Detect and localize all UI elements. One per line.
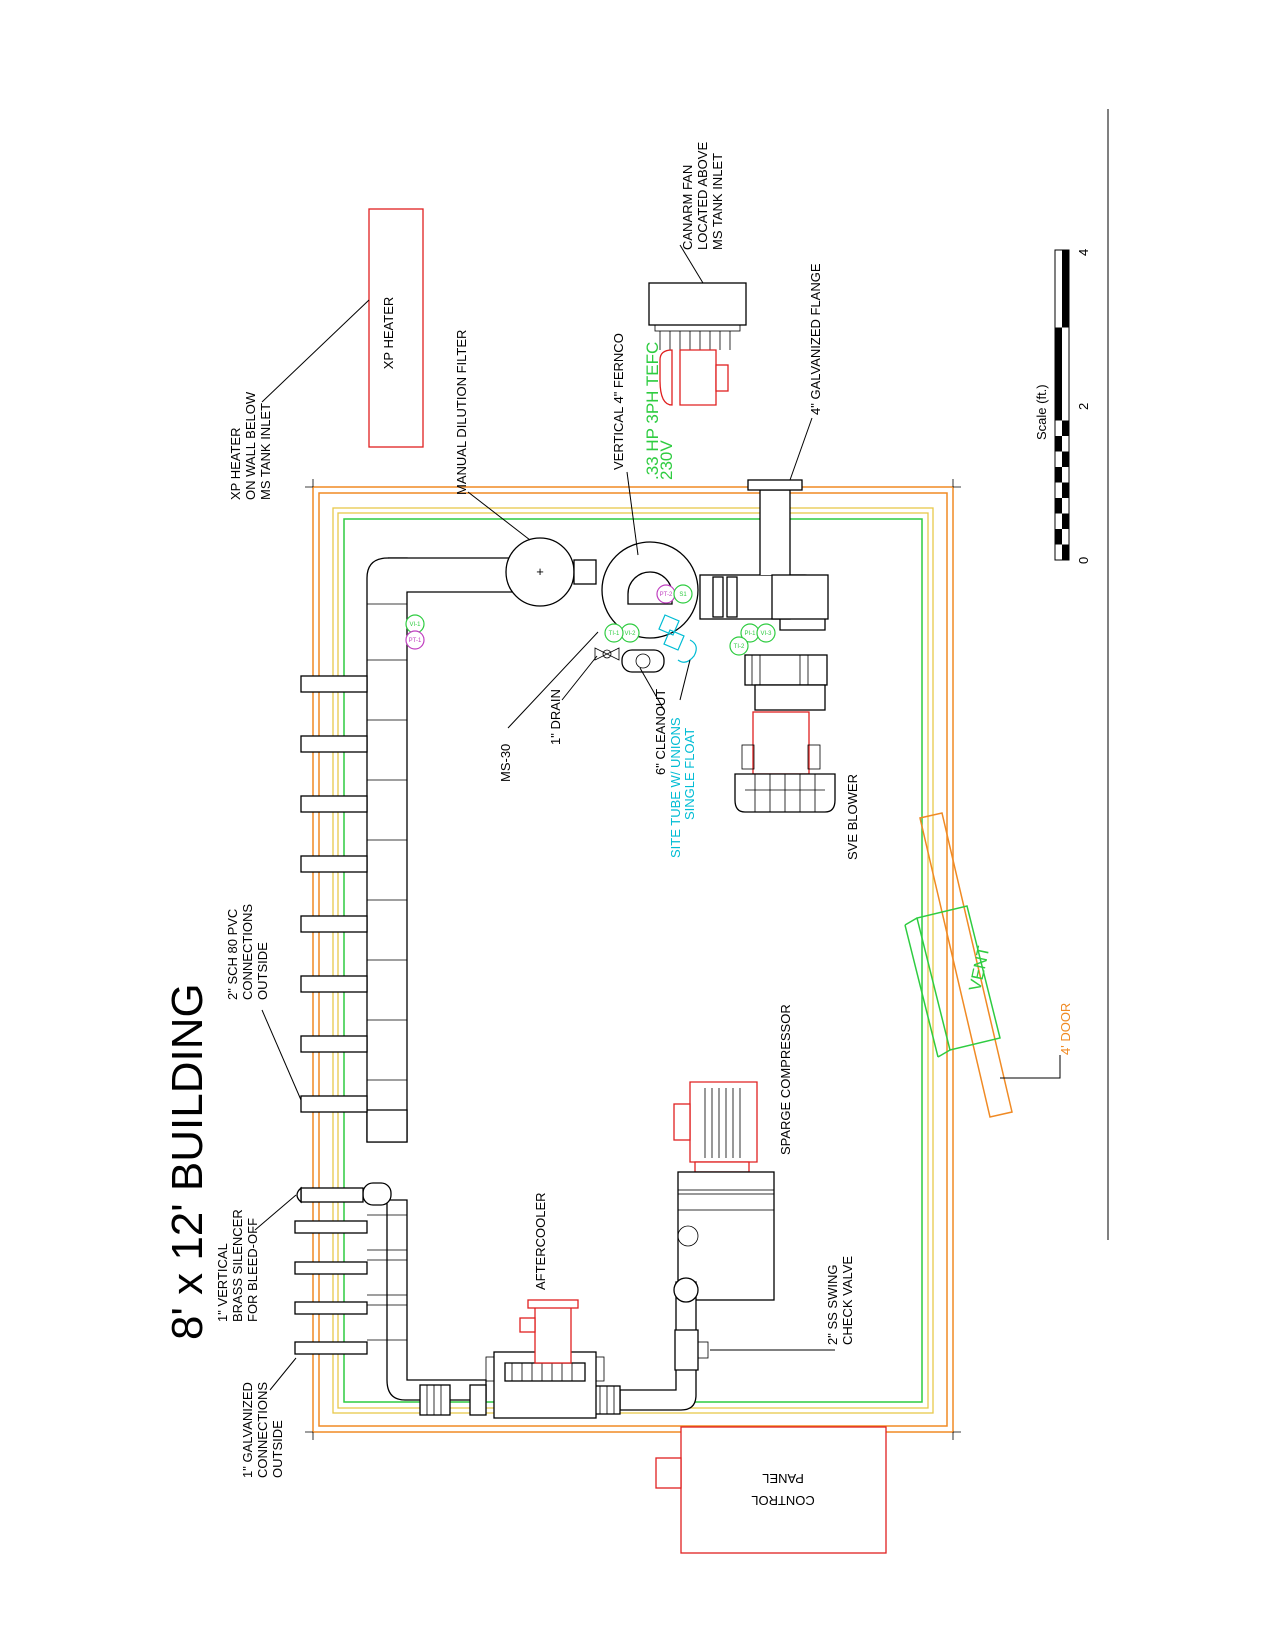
control-panel-line1: CONTROL (751, 1493, 815, 1508)
galv-line2: CONNECTIONS (255, 1382, 270, 1478)
dilution-filter-leader (467, 491, 531, 541)
xp-heater-leader (261, 299, 370, 403)
control-panel (655, 1426, 887, 1554)
svg-text:PT-1: PT-1 (409, 638, 422, 644)
sparge-compressor-label: SPARGE COMPRESSOR (778, 1004, 793, 1155)
galv-line1: 1" GALVANIZED (240, 1382, 255, 1478)
svg-text:VI-2: VI-2 (624, 631, 636, 637)
manual-dilution-filter-label: MANUAL DILUTION FILTER (454, 330, 469, 495)
canarm-line3: MS TANK INLET (710, 153, 725, 250)
site-tube (658, 614, 697, 701)
svg-text:PT-2: PT-2 (660, 592, 673, 598)
xp-heater-note-line2: ON WALL BELOW (243, 391, 258, 500)
drain-valve (594, 647, 620, 661)
galv-line3: OUTSIDE (270, 1420, 285, 1478)
canarm-fan (648, 282, 747, 406)
gauge-ti-2: TI-2 (729, 636, 749, 656)
motor-spec: .33 HP 3PH TEFC 230V (643, 342, 676, 480)
pvc-manifold (300, 557, 513, 1143)
sch80-line1: 2" SCH 80 PVC (225, 909, 240, 1000)
scale-tick-4: 4 (1076, 249, 1091, 256)
gauge-ti-1: TI-1 (604, 623, 624, 643)
brass-silencer-line3: FOR BLEED-OFF (245, 1218, 260, 1322)
canarm-note: CANARM FAN LOCATED ABOVE MS TANK INLET (680, 142, 725, 250)
vent (904, 905, 1001, 1058)
scale-title: Scale (ft.) (1034, 384, 1049, 440)
flange-leader (789, 417, 813, 481)
canarm-leader (679, 244, 704, 284)
site-tube-note: SITE TUBE W/ UNIONS SINGLE FLOAT (668, 717, 697, 858)
fernco-label: VERTICAL 4" FERNCO (611, 333, 626, 470)
brass-silencer-line1: 1" VERTICAL (215, 1243, 230, 1322)
door-label: 4' DOOR (1058, 1003, 1073, 1055)
scale-bar (1054, 109, 1109, 1240)
xp-heater (368, 208, 424, 448)
sparge-compressor (673, 1081, 775, 1301)
motor-spec-line1: .33 HP 3PH TEFC (643, 342, 662, 480)
svg-text:+: + (536, 564, 544, 579)
aftercooler-label: AFTERCOOLER (533, 1192, 548, 1290)
gauge-vi-1: VI-1 (405, 614, 425, 634)
vent-label: VENT (965, 945, 993, 993)
sch80-note: 2" SCH 80 PVC CONNECTIONS OUTSIDE (225, 904, 270, 1000)
svg-text:TI-1: TI-1 (609, 631, 620, 637)
fernco-leader (626, 471, 639, 556)
gauge-pt-1: PT-1 (405, 630, 425, 650)
site-tube-line2: SINGLE FLOAT (682, 728, 697, 820)
xp-heater-box-label: XP HEATER (381, 297, 396, 369)
control-panel-line2: PANEL (762, 1471, 804, 1486)
dilution-filter: + (505, 537, 597, 607)
gauge-pt-2: PT-2 (656, 584, 676, 604)
canarm-line1: CANARM FAN (680, 165, 695, 250)
gauge-vi-3: VI-3 (756, 623, 776, 643)
gauge-vi-2: VI-2 (620, 623, 640, 643)
xp-heater-note-line1: XP HEATER (228, 428, 243, 500)
cleanout-leader (639, 667, 665, 711)
blower-inlet-piping (699, 479, 829, 631)
cleanout-label: 6" CLEANOUT (653, 689, 668, 775)
check-valve-line2: CHECK VALVE (840, 1256, 855, 1345)
ms30-label: MS-30 (498, 744, 513, 782)
svg-text:S1: S1 (679, 592, 687, 598)
page-title: 8' x 12' BUILDING (163, 983, 212, 1340)
brass-silencer-note: 1" VERTICAL BRASS SILENCER FOR BLEED-OFF (215, 1209, 260, 1322)
compressor-discharge-piping (594, 1277, 709, 1415)
scale-tick-0: 0 (1076, 557, 1091, 564)
sve-blower-label: SVE BLOWER (845, 774, 860, 860)
canarm-line2: LOCATED ABOVE (695, 142, 710, 250)
sch80-leader (261, 1009, 302, 1101)
scale-tick-2: 2 (1076, 403, 1091, 410)
svg-text:VI-1: VI-1 (409, 622, 421, 628)
galv-leader (269, 1357, 297, 1391)
drain-label: 1" DRAIN (548, 689, 563, 745)
door (919, 812, 1061, 1118)
svg-text:PI-1: PI-1 (744, 631, 756, 637)
aftercooler (485, 1299, 605, 1419)
ms30-tank (601, 541, 699, 673)
brass-silencer-line2: BRASS SILENCER (230, 1209, 245, 1322)
instrument-gauges: VI-1 PT-1 VI-2 TI-1 PI-1 VI-3 TI-2 PT-2 … (405, 584, 776, 656)
control-panel-label: CONTROL PANEL (751, 1471, 815, 1508)
brass-silencer-leader (254, 1194, 297, 1231)
sve-blower (734, 654, 836, 813)
sch80-line2: CONNECTIONS (240, 904, 255, 1000)
xp-heater-note-line3: MS TANK INLET (258, 403, 273, 500)
svg-text:VI-3: VI-3 (760, 631, 772, 637)
galvanized-flange-label: 4" GALVANIZED FLANGE (808, 263, 823, 415)
ms30-leader (507, 631, 599, 729)
motor-spec-line2: 230V (657, 440, 676, 480)
galv-connections-note: 1" GALVANIZED CONNECTIONS OUTSIDE (240, 1382, 285, 1478)
check-valve-note: 2" SS SWING CHECK VALVE (825, 1256, 855, 1345)
sch80-line3: OUTSIDE (255, 942, 270, 1000)
galvanized-piping (294, 1182, 487, 1416)
svg-text:TI-2: TI-2 (734, 644, 745, 650)
check-valve-line1: 2" SS SWING (825, 1265, 840, 1345)
site-tube-line1: SITE TUBE W/ UNIONS (668, 717, 683, 858)
gauge-s1: S1 (673, 584, 693, 604)
xp-heater-note: XP HEATER ON WALL BELOW MS TANK INLET (228, 391, 273, 500)
drain-leader (561, 655, 598, 701)
